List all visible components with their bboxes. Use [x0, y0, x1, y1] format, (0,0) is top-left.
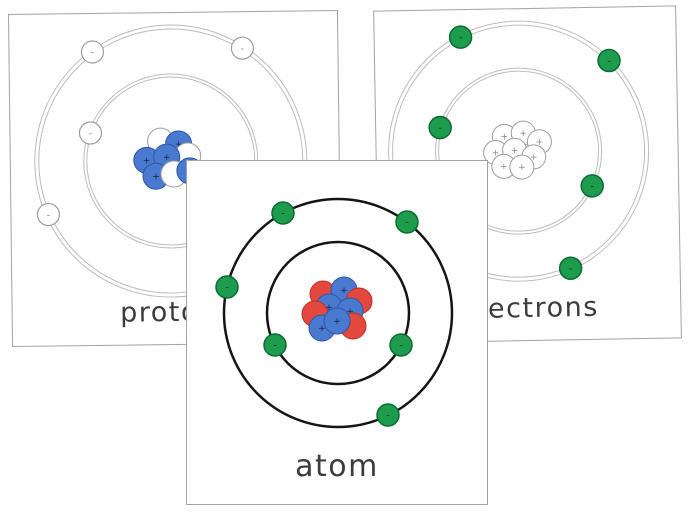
electron: [597, 48, 621, 73]
plus-sign: +: [519, 129, 527, 139]
proton-plus-sign: +: [333, 317, 341, 327]
electron-minus-sign: -: [405, 218, 409, 229]
electron: [80, 40, 105, 64]
electron-minus-sign: -: [273, 341, 277, 352]
electron: [389, 333, 413, 357]
electron: [580, 174, 604, 198]
card-electrons: - - - - - - + + + + + + + + electrons: [373, 5, 682, 344]
plus-sign: +: [511, 146, 519, 156]
electron-minus-sign: -: [459, 33, 463, 44]
atom-diagram: - - - - - - + + + + +: [215, 197, 454, 429]
electron-minus-sign: -: [241, 44, 245, 55]
inner-orbit-ring: [265, 240, 411, 386]
electron: [78, 121, 103, 145]
plus-sign: +: [500, 162, 508, 172]
proton-plus-sign: +: [175, 140, 183, 150]
inner-orbit-ring: [435, 67, 603, 235]
plus-sign: +: [536, 138, 544, 148]
electron: [376, 403, 400, 427]
proton-plus-sign: +: [340, 286, 348, 296]
inner-orbit-ring: [83, 73, 259, 249]
electron-minus-sign: -: [89, 129, 93, 140]
electron-minus-sign: -: [438, 123, 442, 134]
proton-plus-sign: +: [325, 303, 333, 313]
proton-plus-sign: +: [143, 156, 151, 166]
outer-orbit-ring: [392, 24, 646, 278]
plus-sign: +: [492, 148, 500, 158]
plus-sign: +: [530, 153, 538, 163]
card-atom: - - - - - - + + + + + atom: [186, 160, 488, 505]
electron: [558, 256, 583, 281]
electron-minus-sign: -: [590, 181, 594, 192]
card-label-atom: atom: [295, 449, 379, 484]
nucleus-particle: [509, 154, 535, 180]
electron-minus-sign: -: [91, 47, 95, 58]
electron-minus-sign: -: [569, 264, 573, 275]
electron-minus-sign: -: [47, 210, 51, 221]
electron: [263, 333, 287, 357]
outer-orbit-ring: [222, 197, 454, 429]
electron: [271, 201, 295, 225]
electron: [36, 202, 61, 227]
outer-orbit-ring: [388, 20, 650, 282]
electron: [448, 25, 473, 49]
proton-plus-sign: +: [152, 172, 160, 182]
proton-plus-sign: +: [163, 153, 171, 163]
electron-minus-sign: -: [399, 341, 403, 352]
plus-sign: +: [500, 132, 508, 142]
proton: [323, 307, 351, 335]
electron-minus-sign: -: [386, 411, 390, 422]
outer-orbit-ring: [34, 24, 308, 298]
electron-minus-sign: -: [607, 56, 611, 67]
electrons-atom-diagram: - - - - - - + + + + + + + +: [381, 20, 650, 282]
card-protons: - - - - - + + + + + protons: [7, 9, 343, 348]
electron: [230, 36, 255, 60]
inner-orbit-ring: [438, 70, 600, 232]
electron: [215, 275, 239, 299]
plus-sign: +: [518, 163, 526, 173]
electron: [395, 210, 419, 234]
electron-minus-sign: -: [281, 209, 285, 220]
proton-plus-sign: +: [346, 307, 354, 317]
electron: [428, 115, 452, 140]
proton-plus-sign: +: [318, 324, 326, 334]
protons-atom-diagram: - - - - - + + + + +: [34, 24, 308, 298]
electron-minus-sign: -: [225, 283, 229, 294]
outer-orbit-ring: [38, 28, 304, 294]
